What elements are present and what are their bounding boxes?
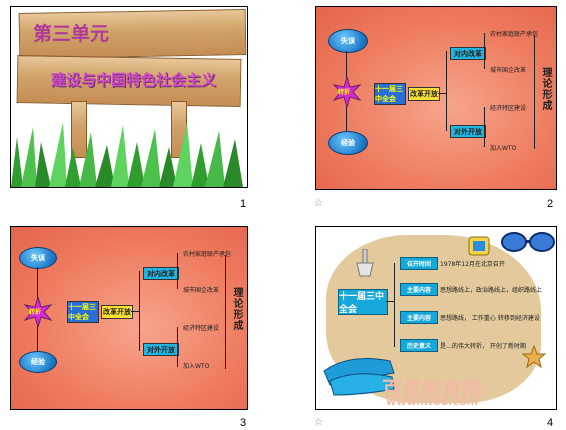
node-top: 失误 bbox=[328, 29, 368, 53]
row-text: 是…的伟大转折， 开创了新时期 bbox=[440, 343, 526, 350]
connector bbox=[177, 327, 178, 367]
star-icon: ☆ bbox=[314, 198, 323, 209]
grass-illustration bbox=[11, 122, 243, 187]
yellow-box: 改革开放 bbox=[101, 305, 133, 319]
center-box: 十一届三中全会 bbox=[67, 301, 99, 323]
branch-bottom: 对外开放 bbox=[450, 125, 486, 138]
connector bbox=[484, 33, 485, 69]
leaf-text: 城市国企改革 bbox=[183, 287, 220, 294]
slide-subtitle: 建设与中国特色社会主义 bbox=[51, 71, 217, 89]
bucket-icon bbox=[468, 236, 490, 256]
connector bbox=[131, 311, 139, 312]
star-icon: ☆ bbox=[314, 417, 323, 428]
shovel-icon bbox=[356, 249, 374, 277]
row-text: 1978年12月在北京召开 bbox=[440, 261, 505, 268]
connector bbox=[37, 267, 38, 303]
leaf-text: 农村家庭联产承包 bbox=[490, 31, 539, 38]
row-label: 主要内容 bbox=[400, 283, 438, 296]
star-node-label: 转折 bbox=[29, 309, 42, 316]
slide-number-4: 4 bbox=[547, 417, 554, 429]
star-burst-icon bbox=[332, 77, 362, 107]
side-label: 理论形成 bbox=[231, 287, 242, 331]
node-bottom: 经验 bbox=[19, 351, 57, 373]
row-label: 历史意义 bbox=[400, 339, 438, 352]
slide-number-2: 2 bbox=[547, 198, 554, 210]
connector bbox=[394, 263, 395, 347]
connector bbox=[346, 103, 347, 131]
star-node-label: 转折 bbox=[338, 89, 351, 96]
star-burst-icon bbox=[23, 297, 53, 327]
slide-thumbnail-3[interactable]: 失误 经验 转折 十一届三中全会 改革开放 对内改革 对外开放 农村家庭联产承包… bbox=[10, 226, 248, 410]
node-bottom: 经验 bbox=[328, 131, 368, 155]
leaf-text: 农村家庭联产承包 bbox=[183, 251, 232, 258]
row-text: 思想路线， 工作重心 转移到经济建设 bbox=[440, 315, 540, 322]
leaf-text: 加入WTO bbox=[490, 145, 517, 152]
watermark-url: www.ht88.com bbox=[386, 395, 479, 408]
connector bbox=[438, 93, 446, 94]
slide-number-1: 1 bbox=[240, 198, 247, 210]
branch-top: 对内改革 bbox=[143, 267, 179, 280]
watermark: 百星教育网 bbox=[382, 377, 482, 401]
branch-bottom: 对外开放 bbox=[143, 343, 179, 356]
row-label: 主要内容 bbox=[400, 311, 438, 324]
leaf-text: 城市国企改革 bbox=[490, 67, 527, 74]
connector bbox=[139, 271, 140, 351]
wood-post-left bbox=[71, 101, 87, 158]
connector bbox=[177, 253, 178, 289]
leaf-text: 加入WTO bbox=[183, 363, 210, 370]
branch-top: 对内改革 bbox=[450, 47, 486, 60]
row-text: 思想路线上，政治路线上，组织路线上 bbox=[440, 287, 543, 294]
yellow-box: 改革开放 bbox=[408, 87, 440, 101]
connector bbox=[484, 107, 485, 147]
center-box: 十一届三中全会 bbox=[338, 289, 388, 315]
goggles-icon bbox=[501, 232, 555, 252]
starfish-icon bbox=[522, 345, 546, 369]
connector bbox=[446, 51, 447, 131]
node-top: 失误 bbox=[19, 247, 57, 269]
row-label: 召开时间 bbox=[400, 257, 438, 270]
connector bbox=[346, 51, 347, 83]
leaf-text: 经济特区建设 bbox=[183, 325, 220, 332]
leaf-text: 经济特区建设 bbox=[490, 105, 527, 112]
connector bbox=[386, 301, 394, 302]
slide-thumbnail-2[interactable]: 失误 经验 转折 十一届三中全会 改革开放 对内改革 对外开放 农村家庭联产承包… bbox=[315, 6, 557, 190]
flippers-icon bbox=[323, 358, 395, 396]
bracket bbox=[225, 255, 226, 369]
bracket bbox=[534, 35, 535, 149]
center-box: 十一届三中全会 bbox=[374, 83, 406, 105]
connector bbox=[37, 325, 38, 351]
slide-thumbnail-4[interactable]: 十一届三中全会 召开时间 1978年12月在北京召开 主要内容 思想路线上，政治… bbox=[315, 226, 557, 410]
slide-thumbnail-1[interactable]: 第三单元 建设与中国特色社会主义 bbox=[10, 6, 248, 188]
side-label: 理论形成 bbox=[540, 67, 551, 111]
slide-title: 第三单元 bbox=[33, 23, 110, 45]
slide-number-3: 3 bbox=[240, 417, 247, 429]
